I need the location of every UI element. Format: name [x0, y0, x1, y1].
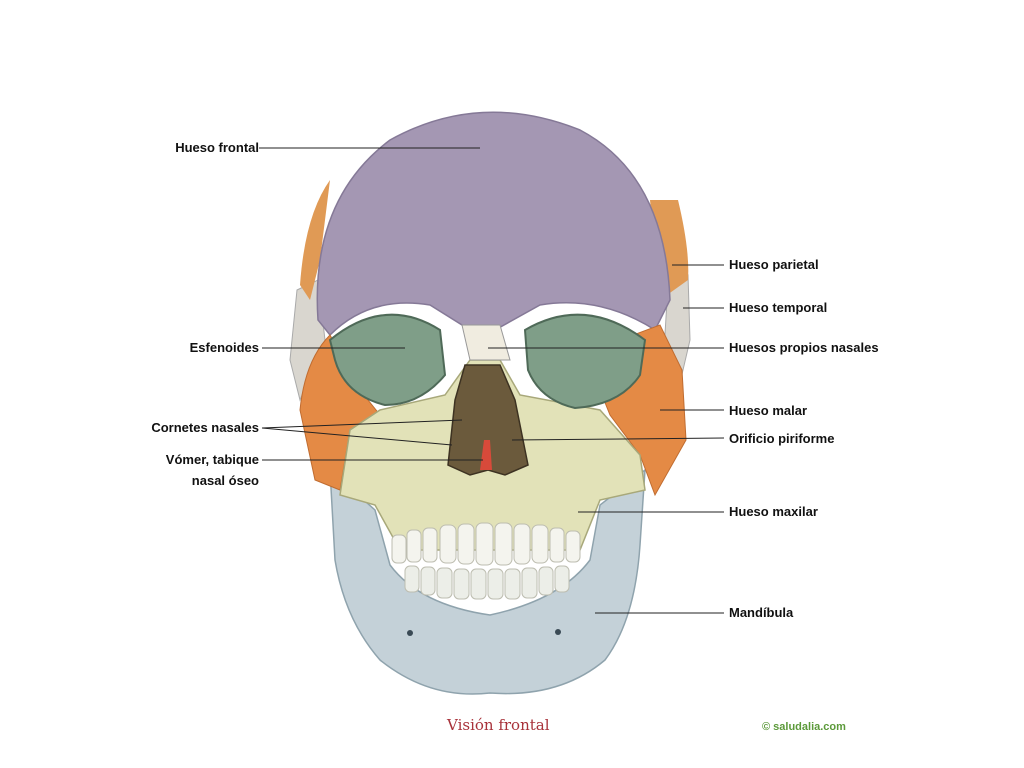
- mental-foramen-right: [555, 629, 561, 635]
- nasal-bones: [461, 324, 511, 361]
- label-mandibula: Mandíbula: [729, 605, 794, 620]
- label-esfenoides: Esfenoides: [189, 340, 259, 355]
- mandible-bone: [329, 468, 646, 695]
- upper-teeth: [391, 522, 581, 566]
- piriform-aperture: [447, 364, 529, 476]
- label-orificio-piriforme: Orificio piriforme: [729, 431, 835, 446]
- lower-teeth: [404, 565, 570, 600]
- label-hueso-temporal: Hueso temporal: [729, 300, 828, 315]
- orbit-right: [523, 313, 647, 410]
- vomer-septum: [480, 440, 492, 470]
- label-hueso-maxilar: Hueso maxilar: [729, 504, 818, 519]
- leader-line-cornetes-2: [261, 427, 453, 446]
- frontal-bone: [316, 111, 671, 337]
- parietal-bone-left: [300, 180, 330, 300]
- label-cornetes-nasales: Cornetes nasales: [151, 420, 259, 435]
- label-huesos-propios-nasales: Huesos propios nasales: [729, 340, 879, 355]
- orbit-left: [328, 313, 447, 407]
- leader-line-orificio: [511, 437, 725, 441]
- label-vomer-line2: nasal óseo: [191, 473, 259, 488]
- label-hueso-malar: Hueso malar: [729, 403, 808, 418]
- mental-foramen-left: [407, 630, 413, 636]
- label-hueso-frontal: Hueso frontal: [175, 140, 259, 155]
- credit-saludalia: © saludalia.com: [762, 721, 846, 733]
- leader-line-cornetes-1: [261, 419, 463, 429]
- label-hueso-parietal: Hueso parietal: [729, 257, 819, 272]
- label-vomer-line1: Vómer, tabique: [165, 452, 259, 467]
- caption-vision-frontal: Visión frontal: [447, 716, 550, 734]
